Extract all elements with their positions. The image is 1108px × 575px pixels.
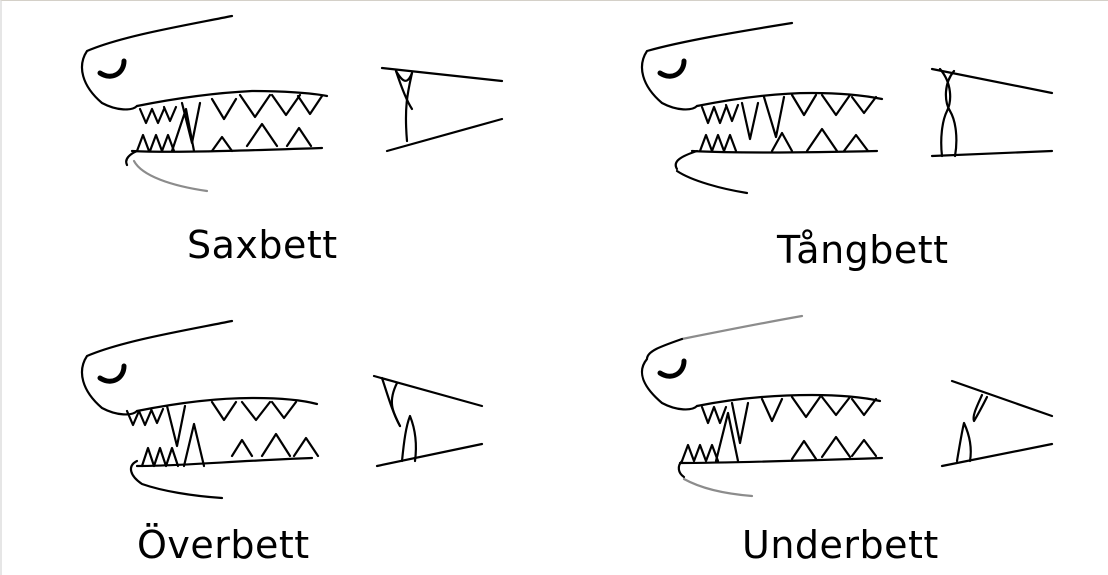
underbett-label: Underbett bbox=[742, 526, 939, 564]
tangbett-label: Tångbett bbox=[777, 231, 949, 269]
overbett-label: Överbett bbox=[137, 526, 310, 564]
saxbett-label: Saxbett bbox=[187, 226, 338, 264]
tangbett-diagram: Tångbett bbox=[622, 11, 1082, 201]
saxbett-jaw-drawing bbox=[62, 11, 522, 201]
overbett-jaw-drawing bbox=[62, 316, 522, 506]
underbett-diagram: Underbett bbox=[622, 311, 1082, 501]
tangbett-jaw-drawing bbox=[622, 11, 1082, 201]
underbett-jaw-drawing bbox=[622, 311, 1082, 501]
saxbett-diagram: Saxbett bbox=[62, 11, 522, 201]
overbett-diagram: Överbett bbox=[62, 316, 522, 506]
